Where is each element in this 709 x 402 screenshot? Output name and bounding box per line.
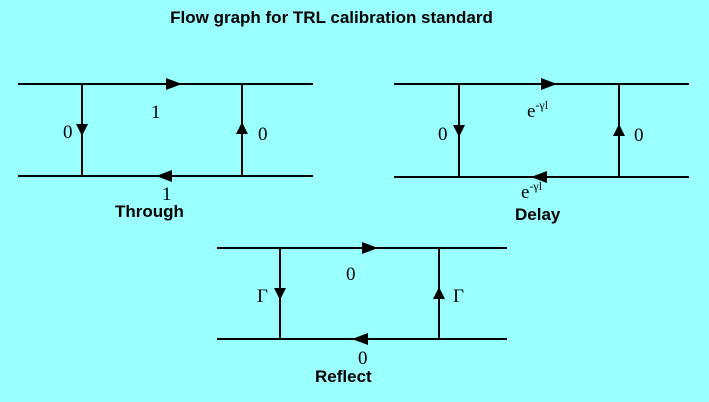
through-flow-graph: 1 1 0 0 Through xyxy=(18,78,313,221)
through-caption: Through xyxy=(115,202,184,221)
reflect-flow-graph: 0 0 Γ Γ Reflect xyxy=(217,242,507,386)
delay-flow-graph: e-γl e-γl 0 0 Delay xyxy=(394,78,689,224)
reflect-left-arrow-down-icon xyxy=(274,288,286,300)
reflect-top-gain: 0 xyxy=(346,264,356,285)
delay-top-gain-exponent: -γl xyxy=(535,98,548,112)
reflect-right-arrow-up-icon xyxy=(433,287,445,299)
reflect-right-gain: Γ xyxy=(453,286,464,307)
delay-left-gain: 0 xyxy=(438,124,448,145)
reflect-left-gain: Γ xyxy=(257,286,268,307)
delay-top-gain: e-γl xyxy=(527,98,549,122)
through-bottom-gain: 1 xyxy=(162,184,172,205)
through-left-arrow-down-icon xyxy=(76,124,88,136)
through-bottom-arrow-left-icon xyxy=(156,170,172,182)
delay-bottom-gain: e-γl xyxy=(521,179,543,203)
delay-right-arrow-up-icon xyxy=(613,124,625,136)
delay-left-arrow-down-icon xyxy=(453,125,465,137)
diagram-title: Flow graph for TRL calibration standard xyxy=(170,8,493,27)
delay-bottom-gain-exponent: -γl xyxy=(529,179,542,193)
reflect-bottom-gain: 0 xyxy=(358,348,368,369)
through-top-gain: 1 xyxy=(151,102,161,123)
reflect-caption: Reflect xyxy=(315,367,372,386)
reflect-top-arrow-right-icon xyxy=(362,242,378,254)
delay-right-gain: 0 xyxy=(634,125,644,146)
through-right-gain: 0 xyxy=(258,124,268,145)
delay-bottom-arrow-left-icon xyxy=(531,171,547,183)
delay-bottom-gain-base: e xyxy=(521,182,529,203)
through-left-gain: 0 xyxy=(63,122,73,143)
reflect-bottom-arrow-left-icon xyxy=(352,333,368,345)
delay-caption: Delay xyxy=(515,205,561,224)
delay-top-gain-base: e xyxy=(527,101,535,122)
through-right-arrow-up-icon xyxy=(236,122,248,134)
delay-top-arrow-right-icon xyxy=(541,78,557,90)
through-top-arrow-right-icon xyxy=(166,78,182,90)
